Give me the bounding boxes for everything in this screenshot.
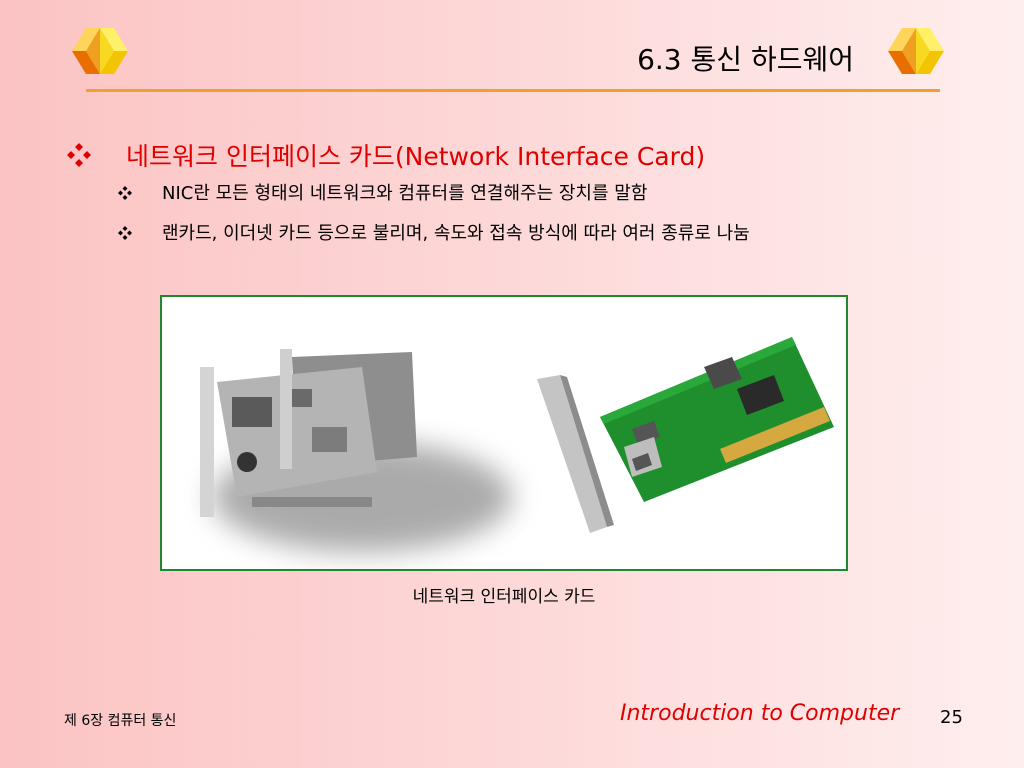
slide-title: 6.3 통신 하드웨어 — [637, 43, 854, 76]
nic-photo — [160, 295, 848, 571]
diamond-bullet-icon — [118, 226, 132, 240]
cube-icon — [64, 20, 136, 82]
diamond-bullet-icon — [67, 143, 91, 167]
footer-course-title: Introduction to Computer — [620, 701, 900, 726]
sub-bullet: NIC란 모든 형태의 네트워크와 컴퓨터를 연결해주는 장치를 말함 — [118, 180, 952, 208]
page-number: 25 — [940, 707, 963, 728]
sub-bullet-text: 랜카드, 이더넷 카드 등으로 불리며, 속도와 접속 방식에 따라 여러 종류… — [162, 223, 750, 244]
sub-bullet-text: NIC란 모든 형태의 네트워크와 컴퓨터를 연결해주는 장치를 말함 — [162, 183, 648, 204]
title-divider — [86, 89, 940, 92]
footer-chapter: 제 6장 컴퓨터 통신 — [64, 713, 177, 729]
main-bullet-text: 네트워크 인터페이스 카드(Network Interface Card) — [126, 142, 706, 171]
diamond-bullet-icon — [118, 186, 132, 200]
cube-icon — [880, 20, 952, 82]
main-bullet: 네트워크 인터페이스 카드(Network Interface Card) — [66, 137, 705, 173]
photo-caption: 네트워크 인터페이스 카드 — [412, 587, 596, 607]
sub-bullet: 랜카드, 이더넷 카드 등으로 불리며, 속도와 접속 방식에 따라 여러 종류… — [118, 220, 952, 248]
